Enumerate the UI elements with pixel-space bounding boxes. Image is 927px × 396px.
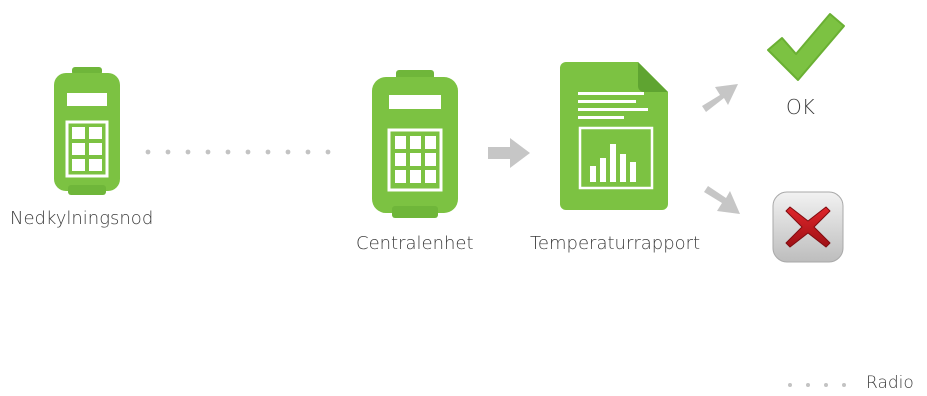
error-cross-icon — [772, 191, 844, 263]
checkmark-icon — [764, 10, 846, 84]
cooling-node-device-icon — [50, 67, 124, 197]
temperature-report-label: Temperaturrapport — [530, 233, 701, 254]
arrow-right-icon — [488, 138, 530, 168]
temperature-report-document-icon — [560, 62, 670, 212]
radio-link — [142, 146, 342, 158]
central-unit-label: Centralenhet — [356, 233, 474, 254]
legend-radio-dots — [786, 381, 856, 389]
arrow-up-right-icon — [700, 80, 740, 114]
cooling-node-label: Nedkylningsnod — [10, 208, 154, 229]
central-unit-device-icon — [368, 70, 462, 220]
ok-label: OK — [786, 95, 815, 119]
legend-radio-label: Radio — [866, 373, 914, 393]
arrow-down-right-icon — [702, 184, 742, 218]
